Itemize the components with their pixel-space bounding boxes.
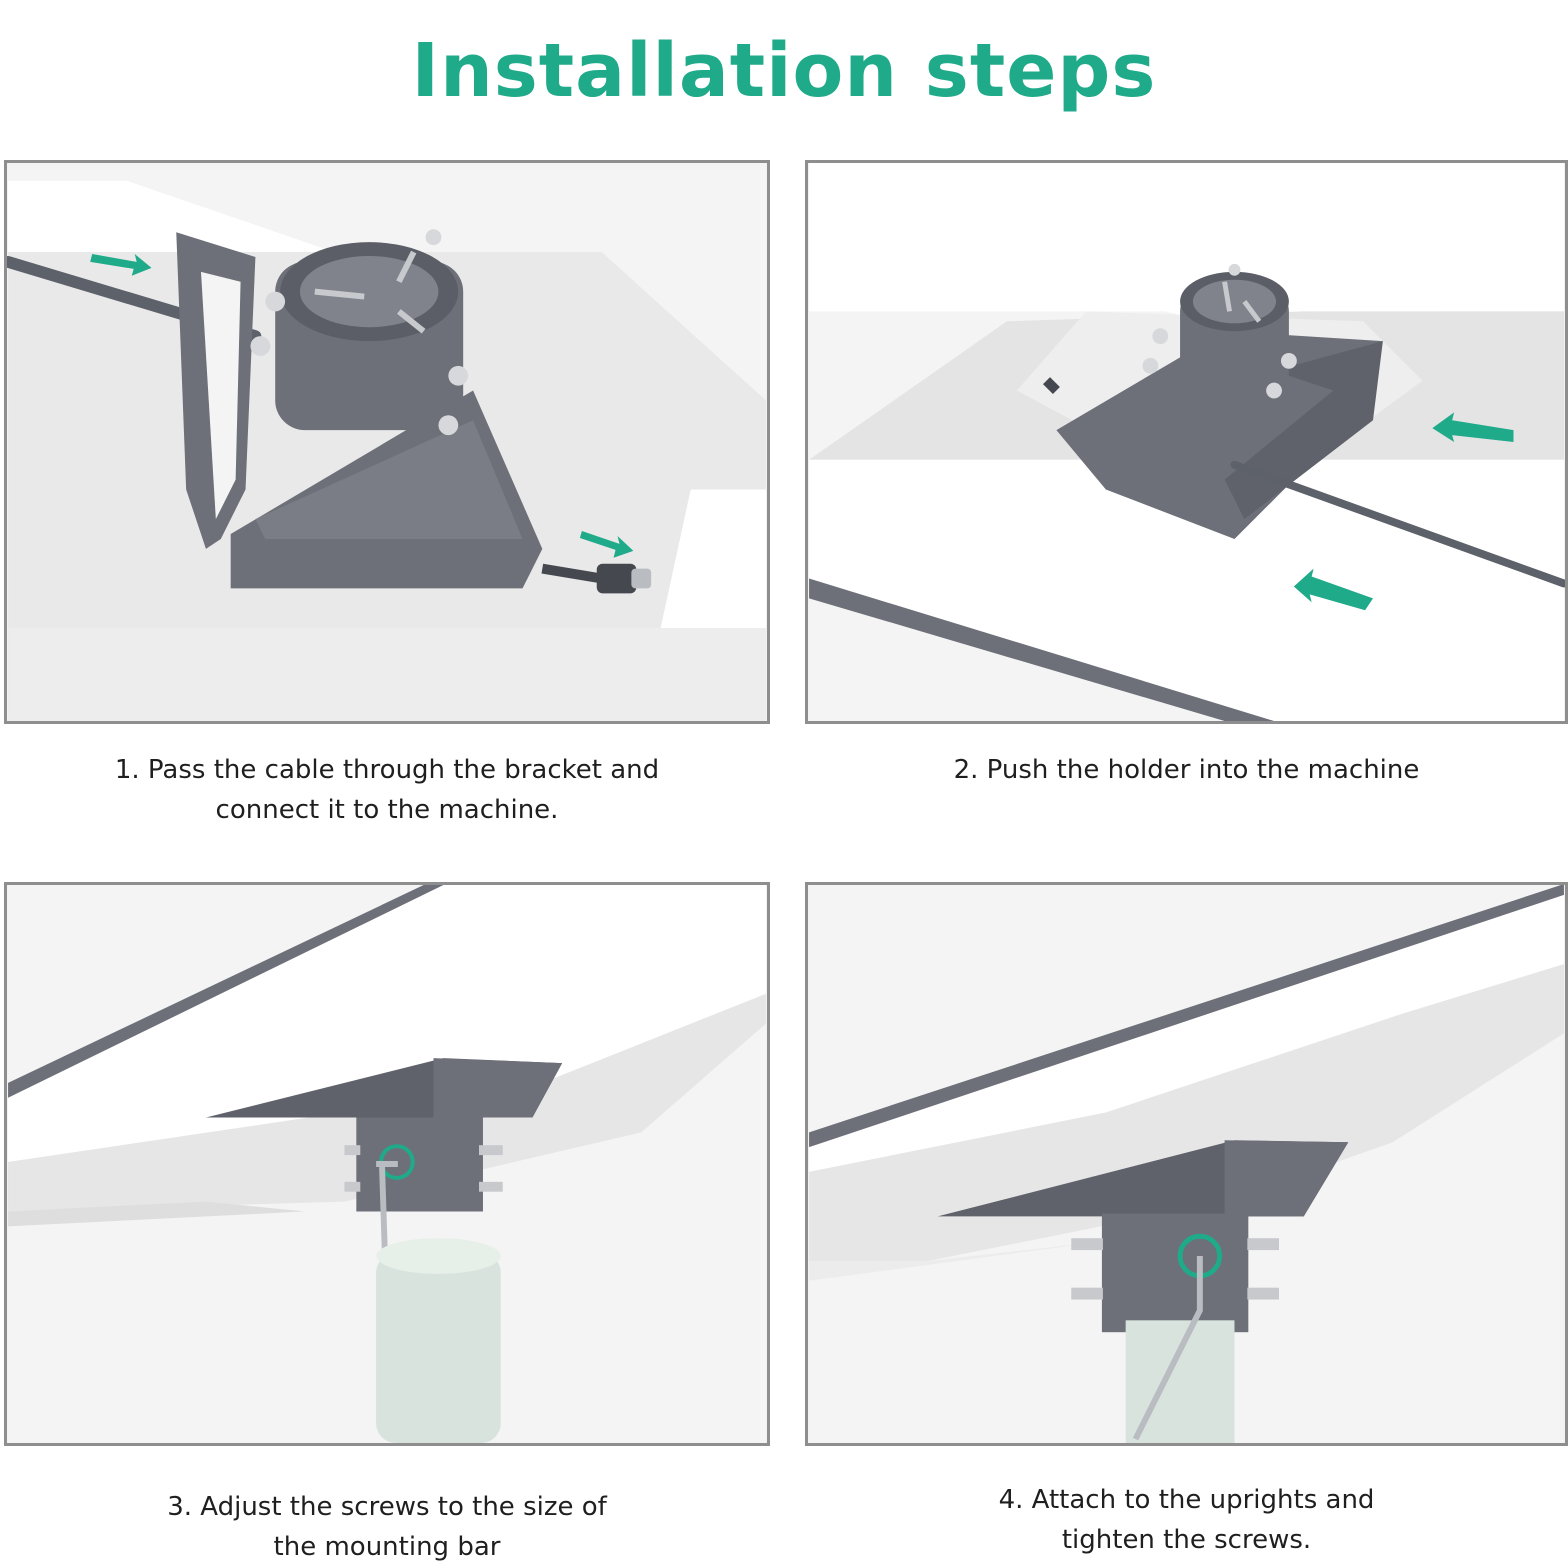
step-4-caption-line-2: tighten the screws.: [1061, 1525, 1312, 1555]
step-1-illustration: [7, 163, 766, 721]
step-1-image: [4, 160, 770, 724]
step-1-caption-line-1: 1. Pass the cable through the bracket an…: [114, 755, 660, 785]
step-3-illustration: [8, 885, 766, 1443]
step-2-caption: 2. Push the holder into the machine: [805, 750, 1568, 790]
step-4-caption: 4. Attach to the uprights and tighten th…: [805, 1480, 1568, 1560]
step-3-caption: 3. Adjust the screws to the size of the …: [4, 1487, 770, 1567]
step-1-caption-line-2: connect it to the machine.: [215, 795, 559, 825]
step-3-caption-line-1: 3. Adjust the screws to the size of: [167, 1492, 607, 1522]
step-2-caption-line-1: 2. Push the holder into the machine: [953, 755, 1420, 785]
step-3-caption-line-2: the mounting bar: [273, 1532, 501, 1562]
step-3-image: [4, 882, 770, 1446]
page-title: Installation steps: [411, 28, 1157, 114]
step-4-image: [805, 882, 1568, 1446]
step-2-image: [805, 160, 1568, 724]
step-4-caption-line-1: 4. Attach to the uprights and: [998, 1485, 1375, 1515]
step-4-illustration: [809, 885, 1564, 1443]
step-2-illustration: [809, 163, 1565, 721]
step-1-caption: 1. Pass the cable through the bracket an…: [4, 750, 770, 830]
